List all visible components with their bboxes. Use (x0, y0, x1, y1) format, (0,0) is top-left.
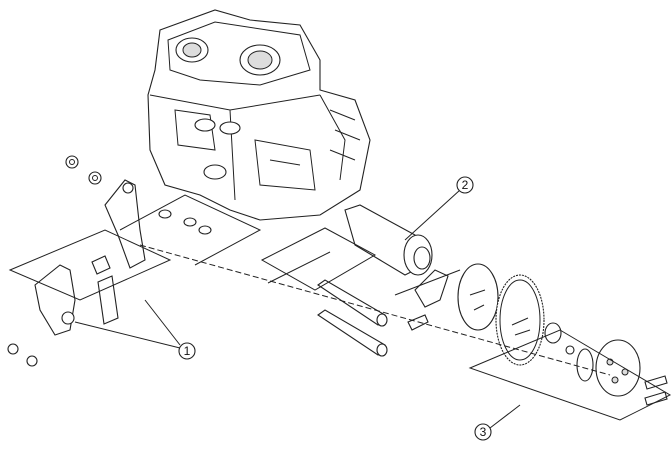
valve-parts (158, 209, 212, 235)
camshaft (344, 204, 449, 331)
sprocket-assembly (457, 263, 668, 406)
callout-1: 1 (74, 299, 196, 360)
assembly-lines (8, 194, 672, 421)
cylinder-head (147, 9, 371, 221)
nuts (65, 155, 102, 185)
callout-label: 2 (462, 178, 469, 192)
callout-label: 1 (184, 344, 191, 358)
callout-2: 2 (404, 176, 474, 241)
callout-label: 3 (480, 425, 487, 439)
rocker-shafts (317, 279, 388, 357)
rocker-arms (7, 179, 146, 367)
callout-3: 3 (474, 404, 521, 441)
